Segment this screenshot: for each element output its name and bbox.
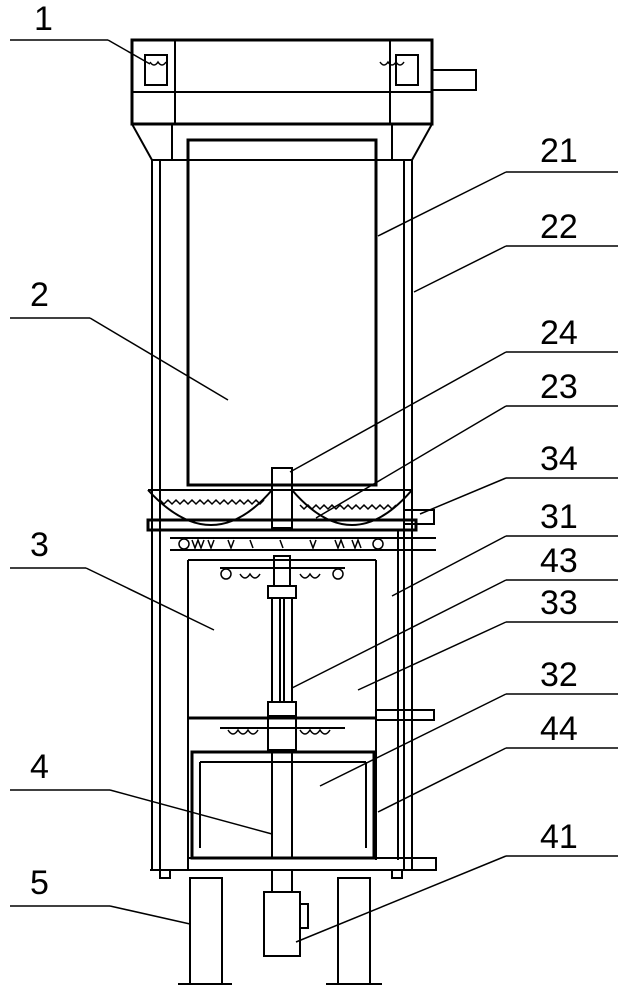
label-31: 31	[540, 498, 578, 536]
label-43: 43	[540, 542, 578, 580]
label-22: 22	[540, 208, 578, 246]
label-21: 21	[540, 132, 578, 170]
arched-screen	[147, 467, 413, 529]
label-23: 23	[540, 368, 578, 406]
label-34: 34	[540, 440, 578, 478]
lower-rotor	[188, 709, 435, 751]
upper-container	[186, 138, 378, 487]
collection-box	[187, 750, 437, 871]
inner-chamber	[187, 530, 399, 860]
label-24: 24	[540, 314, 578, 352]
label-32: 32	[540, 656, 578, 694]
label-1: 1	[34, 0, 53, 38]
label-33: 33	[540, 584, 578, 622]
label-3: 3	[30, 526, 49, 564]
label-44: 44	[540, 710, 578, 748]
part-labels: 1 2 21 22 24 23 34 3 31 43 33 32 4 44 5 …	[30, 0, 578, 902]
base-frame	[150, 869, 414, 985]
label-41: 41	[540, 818, 578, 856]
central-shaft	[267, 585, 297, 717]
top-cap	[130, 38, 477, 860]
leader-lines	[10, 39, 618, 943]
label-2: 2	[30, 276, 49, 314]
label-4: 4	[30, 748, 49, 786]
middle-plate	[146, 509, 436, 870]
label-5: 5	[30, 864, 49, 902]
